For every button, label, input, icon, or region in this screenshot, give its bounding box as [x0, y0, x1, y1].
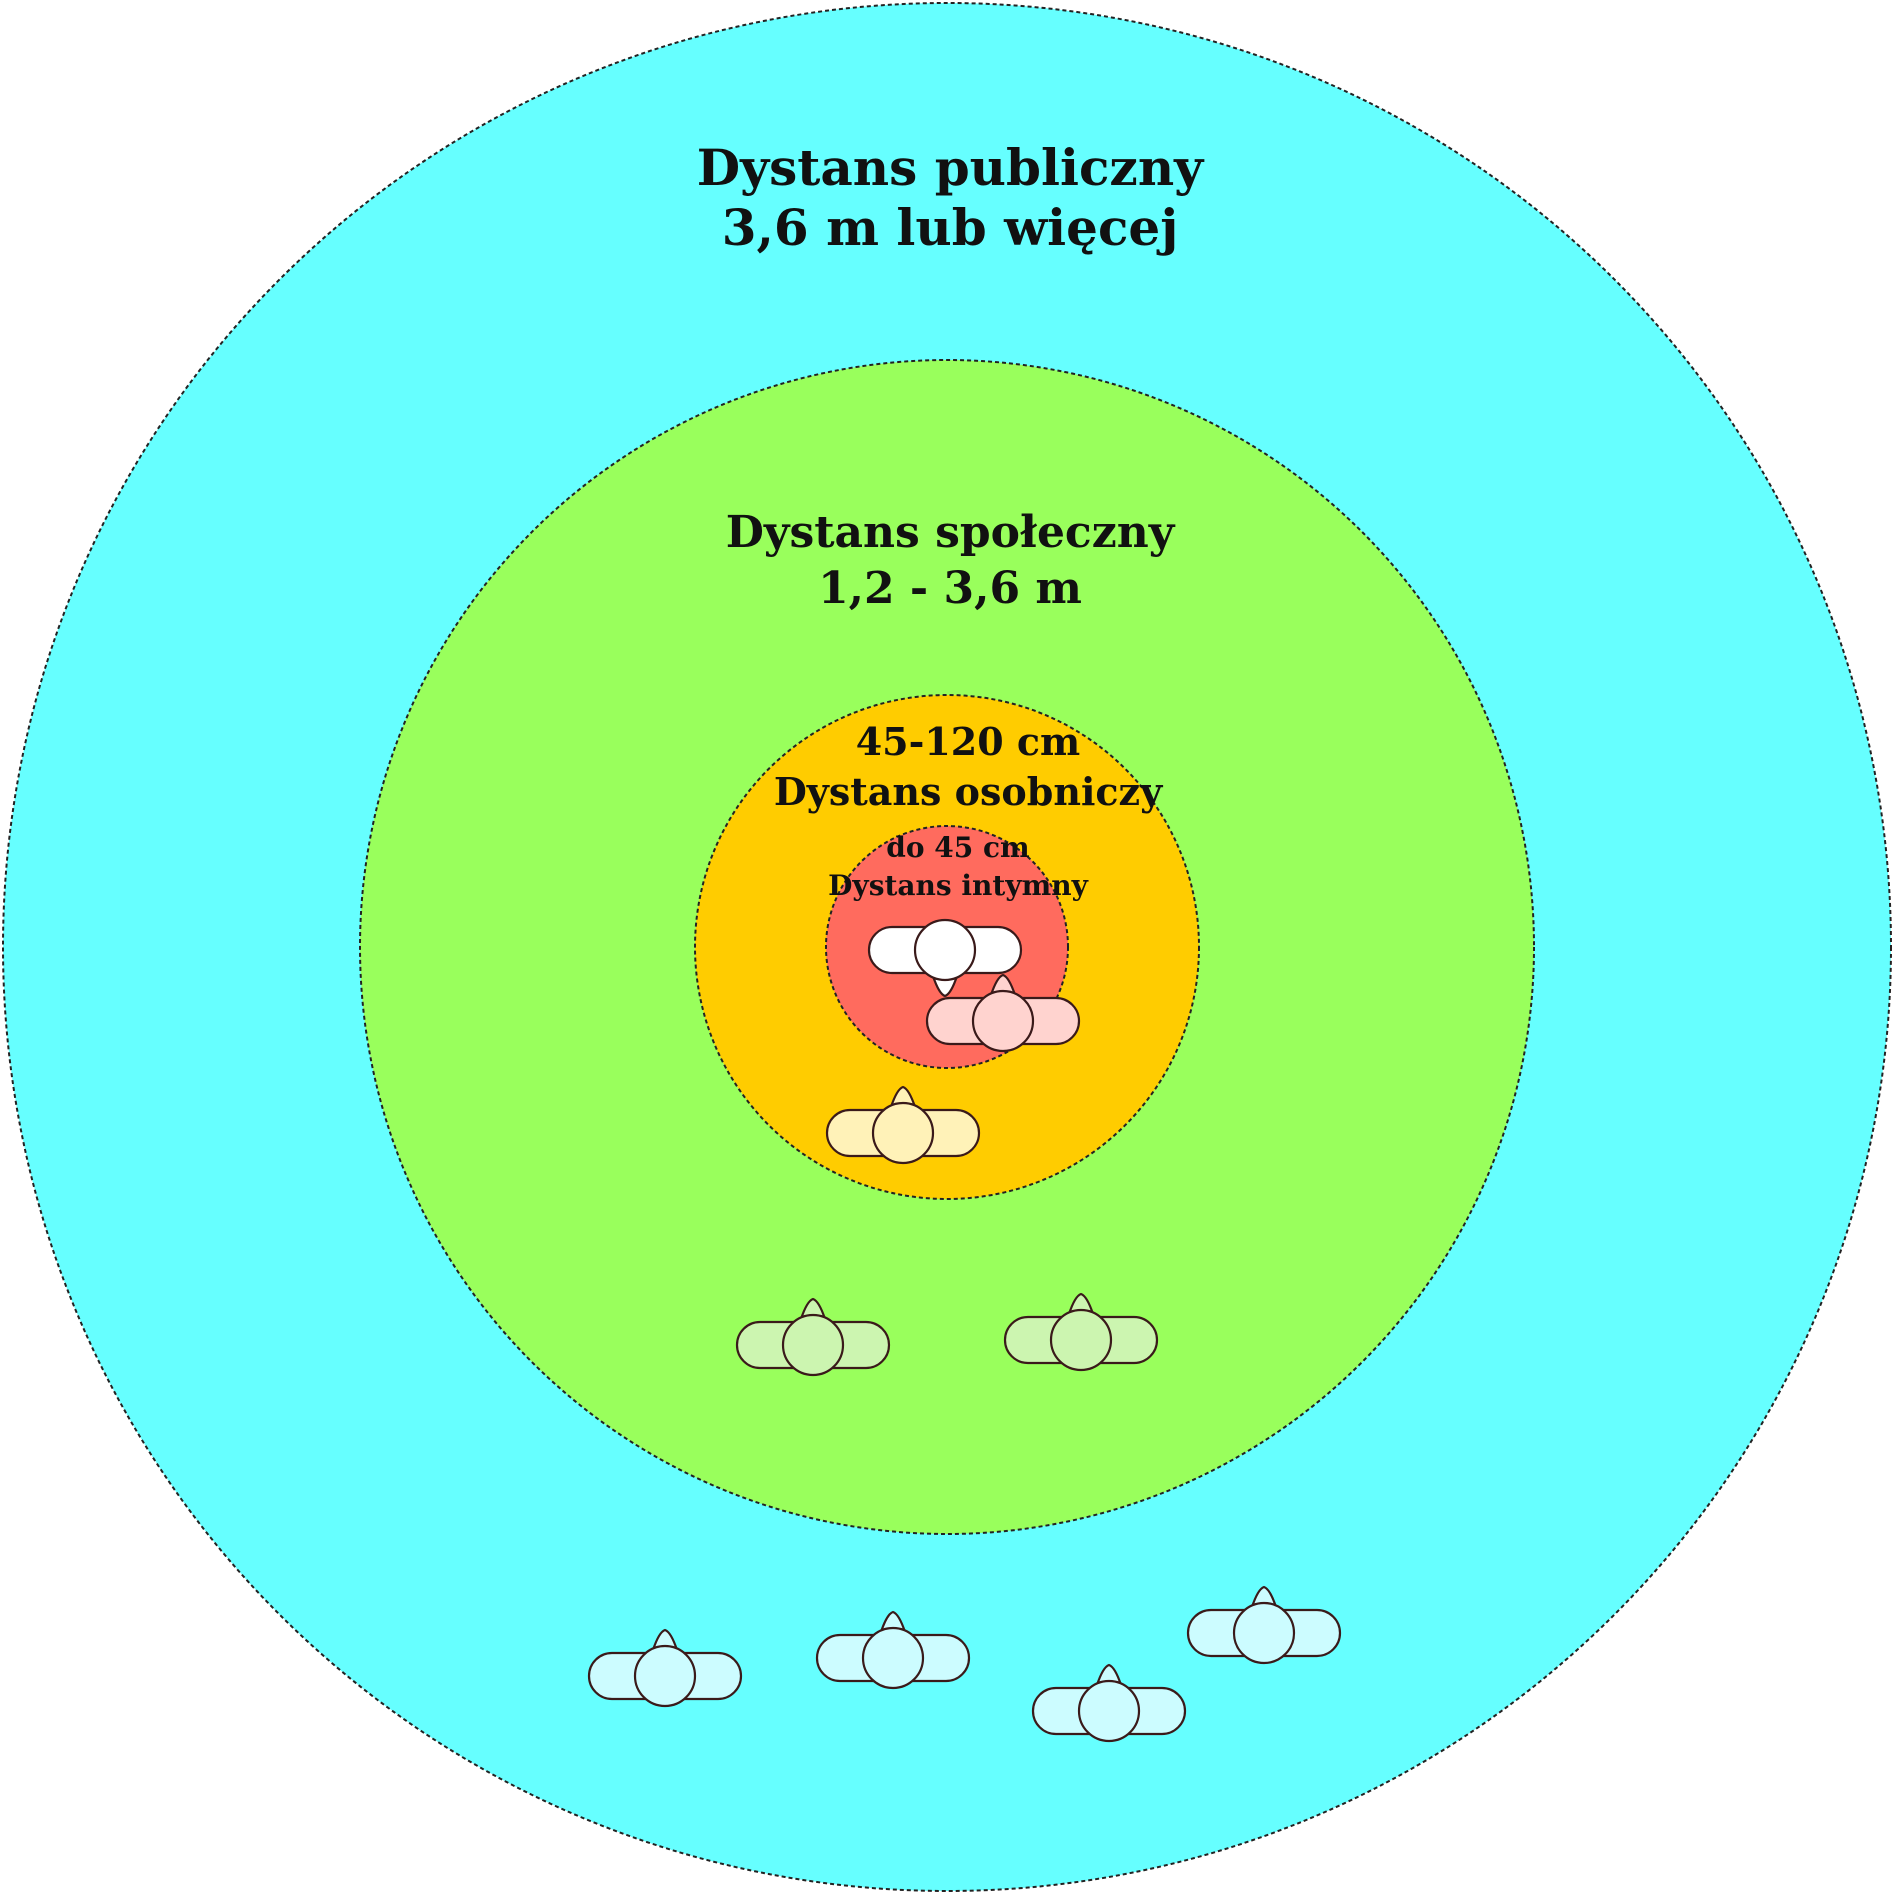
person-head	[1232, 1601, 1296, 1665]
person-head	[871, 1101, 935, 1165]
person-head	[1049, 1308, 1113, 1372]
personal-zone-range: 45-120 cm	[856, 719, 1081, 764]
person-social-1	[735, 1297, 891, 1377]
person-social-2	[1003, 1292, 1159, 1372]
person-public-2	[815, 1610, 971, 1690]
intimate-zone-title: Dystans intymny	[828, 869, 1088, 902]
person-nose	[1067, 1292, 1095, 1316]
person-head	[971, 989, 1035, 1053]
public-zone-title: Dystans publiczny	[697, 138, 1205, 197]
person-head	[1077, 1679, 1141, 1743]
social-zone-title: Dystans społeczny	[726, 507, 1176, 558]
person-nose	[799, 1297, 827, 1321]
person-head	[633, 1644, 697, 1708]
person-head	[861, 1626, 925, 1690]
person-head	[913, 918, 977, 982]
person-public-4	[1186, 1585, 1342, 1665]
person-intimate	[925, 973, 1081, 1053]
person-personal	[825, 1085, 981, 1165]
person-nose	[889, 1085, 917, 1109]
person-nose	[879, 1610, 907, 1634]
person-nose	[1095, 1663, 1123, 1687]
social-zone-range: 1,2 - 3,6 m	[818, 563, 1082, 614]
person-public-3	[1031, 1663, 1187, 1743]
person-nose	[1250, 1585, 1278, 1609]
person-nose	[651, 1628, 679, 1652]
intimate-zone-range: do 45 cm	[886, 831, 1029, 864]
person-public-1	[587, 1628, 743, 1708]
public-zone-range: 3,6 m lub więcej	[722, 198, 1179, 257]
personal-zone-title: Dystans osobniczy	[774, 769, 1163, 814]
person-nose	[989, 973, 1017, 997]
person-nose	[931, 974, 959, 998]
person-center	[867, 918, 1023, 998]
person-head	[781, 1313, 845, 1377]
